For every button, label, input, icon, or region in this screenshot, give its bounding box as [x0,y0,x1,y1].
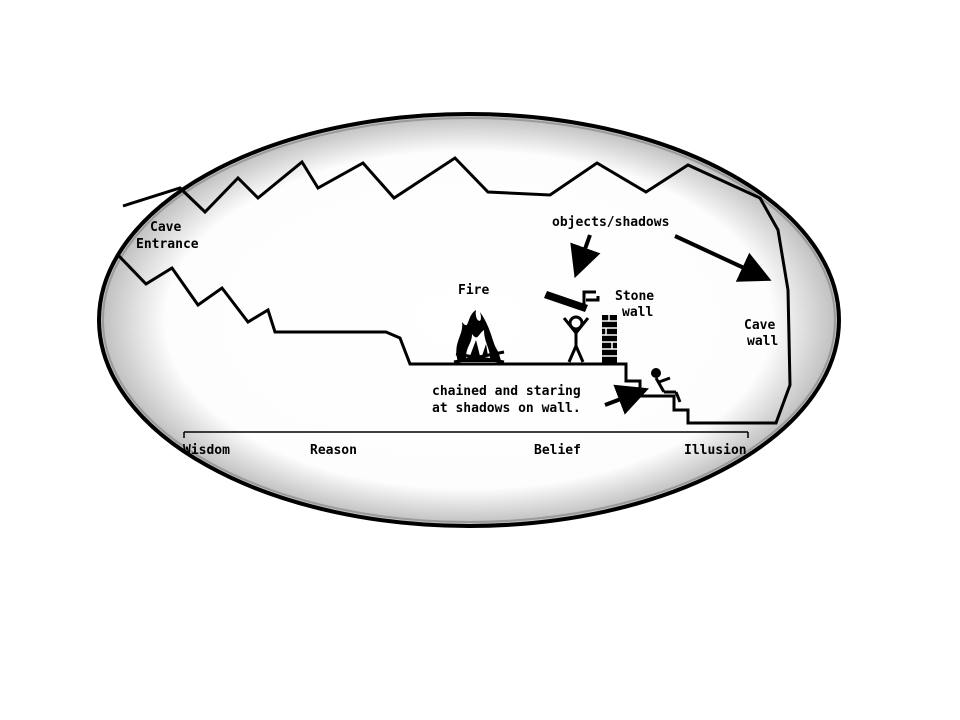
stone-wall-icon [602,315,617,363]
cave-wall-label: Cave wall [744,318,778,349]
scale-illusion: Illusion [684,443,747,458]
knowledge-scale: Wisdom Reason Belief Illusion [183,431,749,458]
arrow-to-cave-wall [674,234,772,282]
scale-wisdom: Wisdom [183,443,230,458]
chained-line2: at shadows on wall. [432,401,581,416]
arrow-to-objects [570,234,601,279]
carrier-figure-icon [544,290,600,363]
cave-entrance-line2: Entrance [136,237,199,252]
chained-line1: chained and staring [432,384,581,399]
scale-reason: Reason [310,443,357,458]
fire-icon [453,310,505,364]
cave-wall-line1: Cave [744,318,775,333]
fire-label: Fire [458,283,489,298]
arrow-to-prisoner [604,384,649,415]
stone-wall-line2: wall [622,305,653,320]
cave-wall-line2: wall [747,334,778,349]
scale-belief: Belief [534,443,581,458]
stone-wall-line1: Stone [615,289,654,304]
stone-wall-label: Stone wall [615,289,654,320]
objects-shadows-label: objects/shadows [552,215,669,230]
cave-entrance-label: Cave Entrance [136,220,199,252]
cave-entrance-line1: Cave [150,220,181,235]
chained-label: chained and staring at shadows on wall. [432,384,581,416]
prisoner-figure-icon [651,368,682,403]
cave-ceiling [116,156,792,425]
